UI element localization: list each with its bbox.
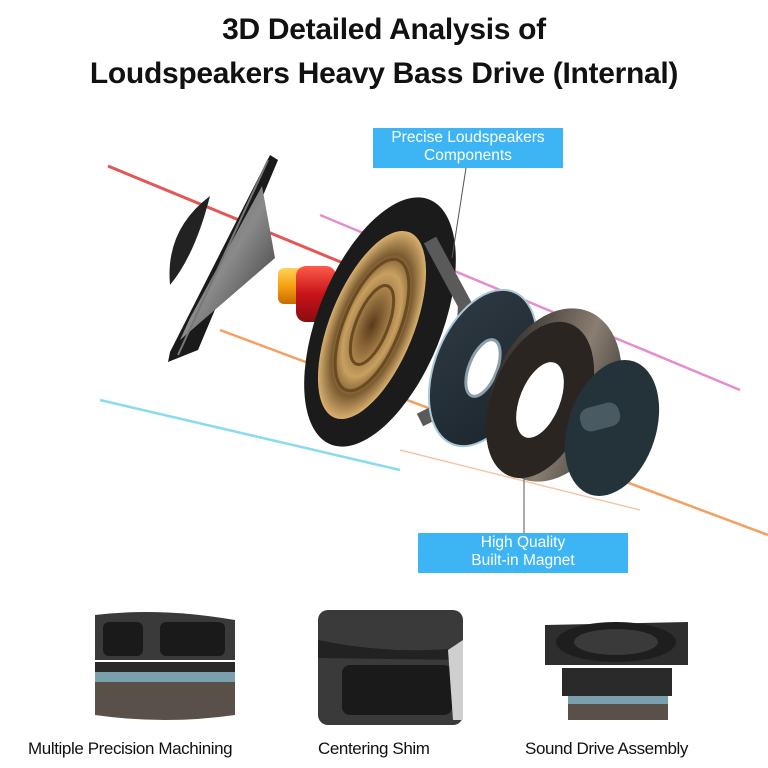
title-line-2: Loudspeakers Heavy Bass Drive (Internal): [89, 57, 679, 90]
page-title: 3D Detailed Analysis of Loudspeakers Hea…: [0, 8, 768, 96]
top-leader-line: [451, 167, 467, 259]
feature-caption-sound-drive-assembly: Sound Drive Assembly: [525, 739, 689, 758]
callout-precise-components: Precise Loudspeakers Components: [373, 128, 563, 168]
feature-thumbnails: [0, 610, 768, 728]
cone-part: [168, 155, 278, 362]
centering-shim-image: [318, 610, 463, 725]
feature-caption-centering-shim: Centering Shim: [318, 739, 430, 758]
dust-cap-part: [169, 196, 210, 285]
sound-drive-assembly-image: [545, 622, 688, 720]
callout-top-line1: Precise Loudspeakers: [391, 129, 545, 146]
precision-machining-image: [95, 611, 235, 720]
callout-top-line2: Components: [424, 147, 512, 164]
callout-built-in-magnet: High Quality Built-in Magnet: [418, 533, 628, 573]
exploded-speaker-diagram: [99, 155, 768, 537]
feature-caption-precision-machining: Multiple Precision Machining: [28, 739, 233, 758]
title-line-1: 3D Detailed Analysis of: [222, 13, 546, 46]
callout-bottom-line1: High Quality: [480, 534, 566, 551]
callout-bottom-line2: Built-in Magnet: [471, 552, 575, 569]
back-plate-part: [564, 360, 660, 496]
